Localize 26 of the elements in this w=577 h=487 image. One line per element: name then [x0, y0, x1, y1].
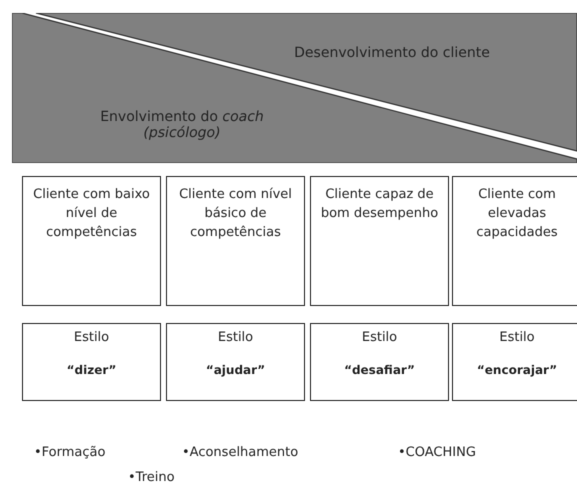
bullet-item: •Aconselhamento	[182, 445, 298, 460]
client-box	[166, 176, 305, 306]
bullet-item: •COACHING	[398, 445, 476, 460]
style-box	[310, 323, 449, 401]
style-box	[166, 323, 305, 401]
style-name: “encorajar”	[476, 363, 558, 377]
bullet-item: •Formação	[34, 445, 106, 460]
client-box	[452, 176, 577, 306]
style-box	[452, 323, 577, 401]
client-box	[22, 176, 161, 306]
client-description: Cliente com nível básico de competências	[178, 186, 293, 242]
band-label: Desenvolvimento do cliente	[293, 45, 491, 61]
band-label: Envolvimento do coach (psicólogo)	[99, 109, 265, 141]
client-description: Cliente com baixo nível de competências	[32, 186, 151, 242]
client-description: Cliente capaz de bom desempenho	[320, 186, 440, 223]
bullet-item: •Treino	[128, 470, 175, 485]
style-heading: Estilo	[216, 330, 254, 345]
style-name: “desafiar”	[343, 363, 416, 377]
style-heading: Estilo	[72, 330, 110, 345]
style-heading: Estilo	[360, 330, 398, 345]
style-box	[22, 323, 161, 401]
style-name: “ajudar”	[204, 363, 266, 377]
client-description: Cliente com elevadas capacidades	[475, 186, 559, 242]
style-name: “dizer”	[66, 363, 118, 377]
client-box	[310, 176, 449, 306]
style-heading: Estilo	[498, 330, 536, 345]
